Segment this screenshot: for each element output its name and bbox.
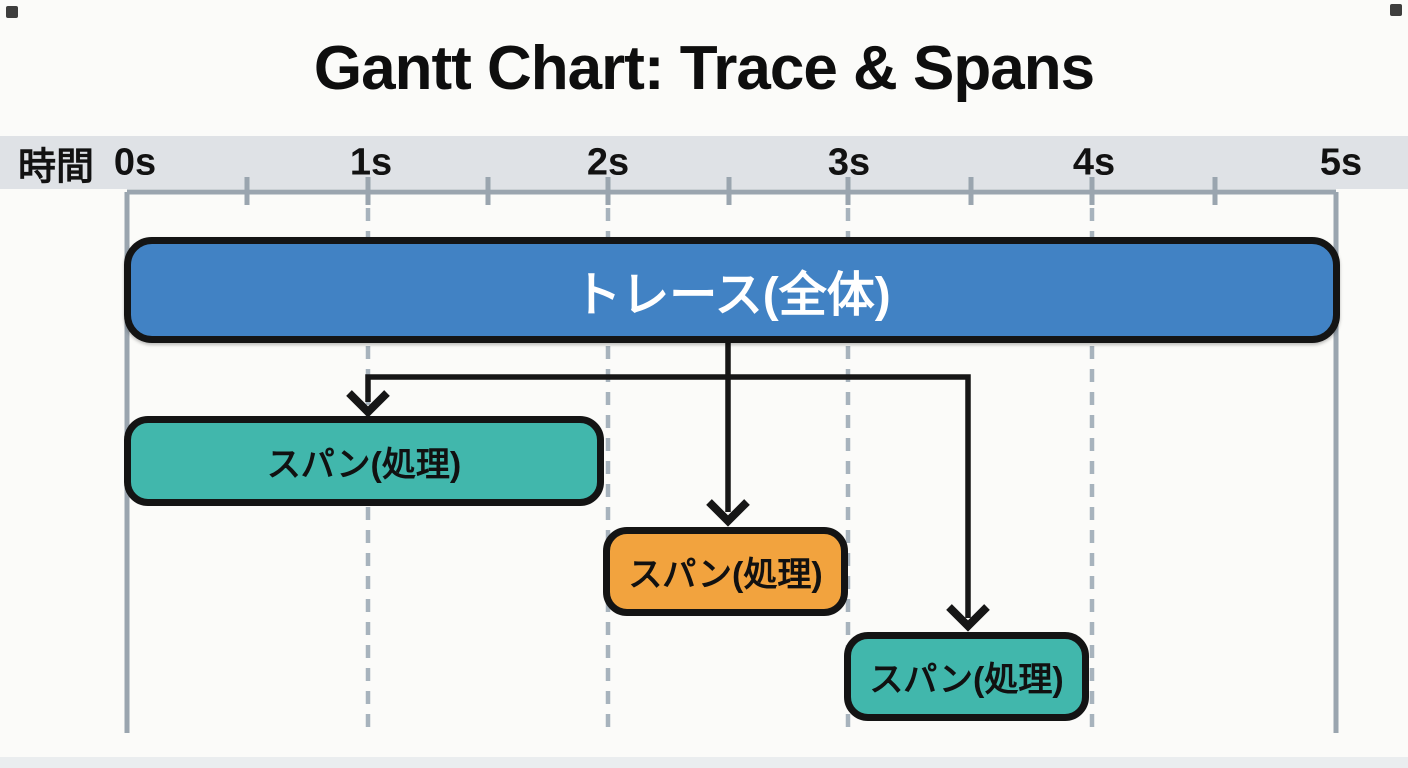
tick-label-2s: 2s	[586, 141, 630, 183]
arrowhead-to-span-3	[946, 604, 990, 632]
minor-ticks	[244, 177, 1218, 205]
bottom-strip	[0, 757, 1408, 768]
corner-artifact-left	[6, 6, 18, 18]
tick-label-0s: 0s	[113, 141, 157, 183]
span-bar-1: スパン(処理)	[124, 416, 604, 506]
corner-artifact-right	[1390, 4, 1402, 16]
span-bar-2: スパン(処理)	[603, 527, 848, 616]
tick-label-3s: 3s	[827, 141, 871, 183]
time-axis-header: 時間 0s 1s 2s 3s 4s 5s	[0, 136, 1408, 189]
span-bar-3-label: スパン(処理)	[869, 661, 1064, 699]
time-axis-label: 時間	[18, 146, 95, 188]
trace-bar-label: トレース(全体)	[573, 269, 891, 322]
span-bar-1-label: スパン(処理)	[266, 445, 462, 484]
chart-title: Gantt Chart: Trace & Spans	[313, 33, 1095, 103]
connector-lines	[365, 338, 971, 618]
tick-label-5s: 5s	[1319, 141, 1363, 183]
arrowhead-to-span-1	[346, 390, 390, 418]
trace-bar: トレース(全体)	[124, 237, 1340, 343]
arrowhead-to-span-2	[706, 499, 750, 527]
span-bar-2-label: スパン(処理)	[628, 556, 823, 594]
span-bar-3: スパン(処理)	[844, 632, 1089, 721]
tick-label-4s: 4s	[1072, 141, 1116, 183]
tick-label-1s: 1s	[349, 141, 393, 183]
